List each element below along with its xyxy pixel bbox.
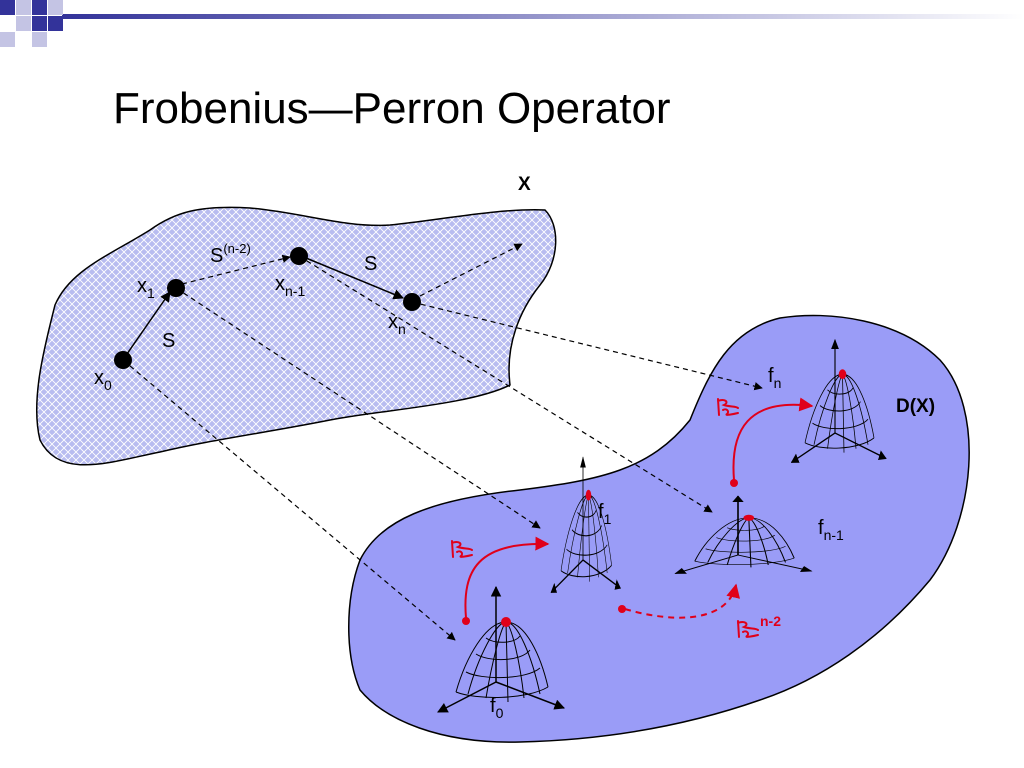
point-label-xn-1: xn-1 — [275, 273, 305, 299]
density-space-label: D(X) — [896, 396, 935, 417]
operator-glyph-icon — [717, 398, 739, 416]
operator-arrow — [732, 397, 814, 481]
map-iter-label: S(n-2) — [210, 241, 251, 267]
projection-arrow — [122, 359, 456, 641]
projection-arrow — [175, 287, 541, 529]
operator-arrow — [464, 536, 550, 619]
operator-iter-arrow — [624, 583, 740, 619]
density-space-region — [348, 314, 970, 743]
header-square — [48, 16, 63, 31]
map-arrow — [126, 291, 171, 355]
point-x1 — [167, 279, 185, 297]
map-label: S — [162, 330, 175, 352]
operator-start-dot — [618, 605, 626, 613]
point-x0 — [114, 351, 132, 369]
header-square — [48, 0, 63, 15]
map-label: S — [364, 253, 377, 275]
header-square — [16, 0, 31, 15]
header-square — [32, 32, 47, 47]
density-label-f1: f1 — [598, 501, 612, 527]
header-square — [32, 16, 47, 31]
operator-start-dot — [730, 479, 738, 487]
header-decoration — [0, 0, 1024, 47]
header-square — [16, 16, 31, 31]
density-label-fn-1: fn-1 — [818, 517, 844, 543]
map-iter-arrow — [419, 243, 523, 297]
map-iter-arrow — [181, 254, 291, 285]
header-square — [0, 32, 15, 47]
operator-iter-glyph: n-2 — [737, 613, 781, 638]
state-space-label: X — [518, 174, 531, 195]
header-rule — [62, 14, 1024, 19]
slide-title: Frobenius—Perron Operator — [113, 84, 671, 133]
point-label-x0: x0 — [94, 367, 112, 393]
operator-glyph-icon — [451, 540, 473, 558]
point-label-xn: xn — [388, 311, 406, 337]
operator-iter-sup: n-2 — [760, 613, 781, 629]
operator-glyph-icon — [737, 620, 759, 638]
point-xn-1 — [290, 247, 308, 265]
density-label-fn: fn — [768, 365, 781, 391]
map-arrow — [305, 257, 404, 300]
operator-start-dot — [462, 617, 470, 625]
projection-arrow — [411, 301, 763, 391]
density-label-f0: f0 — [490, 695, 504, 721]
point-xn — [403, 293, 421, 311]
state-space-region — [35, 206, 557, 466]
point-label-x1: x1 — [137, 275, 155, 301]
header-square — [0, 0, 15, 15]
header-square — [32, 0, 47, 15]
